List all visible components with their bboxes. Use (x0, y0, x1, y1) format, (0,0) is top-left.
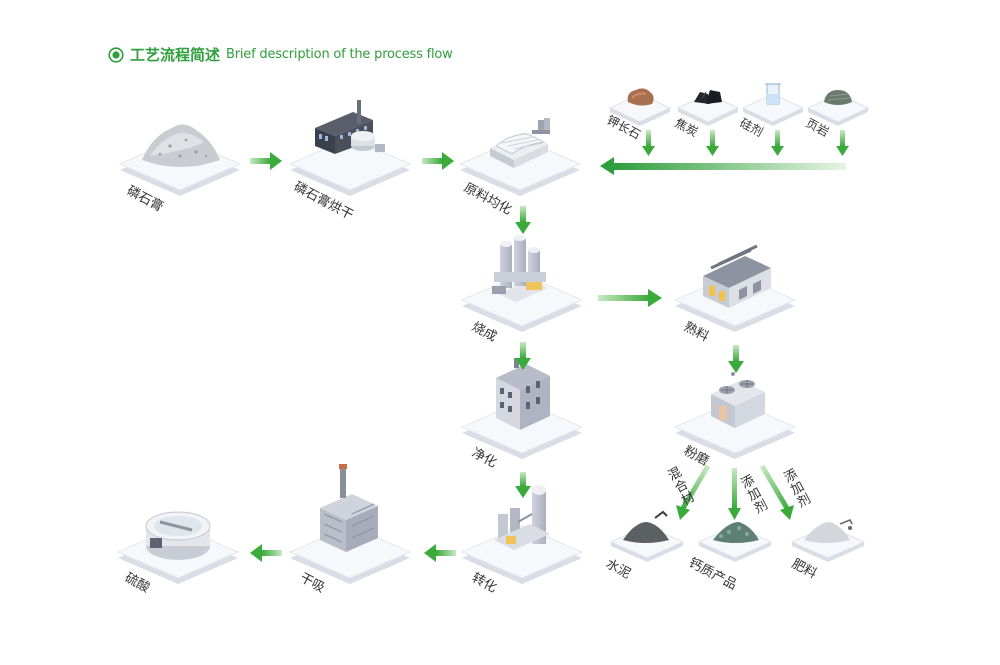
silica-beaker-icon (765, 83, 781, 105)
section-header: 工艺流程简述 Brief description of the process … (108, 44, 453, 65)
arrow-silica-down (771, 130, 784, 156)
grinding-mill-icon (711, 372, 765, 428)
sulfuric-acid-tank-icon (145, 511, 211, 560)
arrow-feldspar-down (642, 130, 655, 156)
arrow-calcination-to-clinker (598, 289, 662, 307)
arrow-purification-to-conversion (515, 472, 531, 498)
arrow-dry-absorption-to-sulfuric-acid (250, 544, 282, 562)
platform-coke (676, 93, 740, 126)
cement-pile-icon (623, 510, 669, 543)
arrow-grinding-to-calcium-products (728, 468, 741, 520)
fertilizer-pile-icon (804, 518, 853, 543)
dry-absorption-plant-icon (320, 464, 378, 552)
arrow-phosphogypsum-to-drying (250, 152, 282, 170)
shale-rock-icon (824, 90, 852, 105)
arrow-drying-to-homogenization (422, 152, 454, 170)
conversion-tower-icon (494, 485, 550, 550)
kiln-towers-icon (492, 235, 548, 302)
phosphogypsum-pile-icon (142, 124, 220, 167)
arrow-coke-down (706, 130, 719, 156)
section-title-zh: 工艺流程简述 (130, 46, 221, 64)
coke-lumps-icon (694, 90, 722, 104)
arrow-grinding-to-cement (676, 464, 711, 520)
platform-conversion (460, 525, 584, 584)
calcium-products-pile-icon (713, 522, 759, 543)
section-title-en: Brief description of the process flow (226, 47, 453, 62)
homogenization-shed-icon (490, 118, 550, 168)
drying-plant-icon (315, 100, 385, 154)
platform-feldspar (608, 93, 672, 126)
arrow-grinding-to-fertilizer (759, 464, 794, 520)
arrow-homogenization-to-calcination (515, 206, 531, 234)
arrow-conversion-to-dry-absorption (424, 544, 456, 562)
clinker-warehouse-icon (703, 244, 771, 308)
arrow-raw-materials-feed (600, 157, 846, 175)
platform-shale (806, 93, 870, 126)
feldspar-rock-icon (627, 88, 654, 106)
platform-silica (741, 93, 805, 126)
arrow-calcination-to-purification (515, 342, 531, 370)
target-bullet-icon (108, 46, 124, 63)
arrow-shale-down (836, 130, 849, 156)
arrow-clinker-to-grinding (728, 345, 744, 373)
purification-building-icon (496, 358, 550, 430)
